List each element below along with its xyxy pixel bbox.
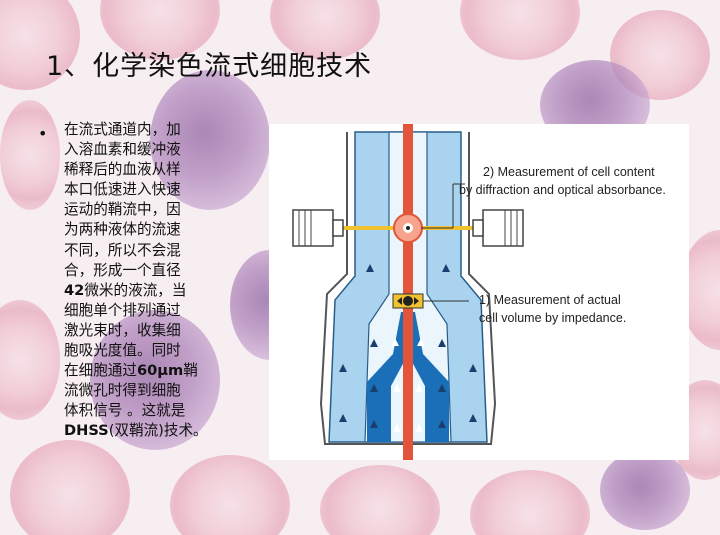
label-impedance-line2: cell volume by impedance. <box>479 311 626 325</box>
bullet-line: DHSS(双鞘流)技术。 <box>64 422 208 440</box>
bullet-line: 流微孔时得到细胞 <box>64 382 181 400</box>
bullet-line: 合，形成一个直径 <box>64 261 181 279</box>
flow-cell-svg: 2) Measurement of cell content by diffra… <box>292 124 666 460</box>
bullet-line: 42微米的液流，当 <box>64 281 187 299</box>
label-optical-line2: by diffraction and optical absorbance. <box>459 183 666 197</box>
bullet-line: 激光束时，收集细 <box>64 321 181 339</box>
flow-cell-diagram: 2) Measurement of cell content by diffra… <box>269 124 689 460</box>
bullet-line: 本口低速进入快速 <box>64 181 181 199</box>
bullet-line: 入溶血素和缓冲液 <box>64 141 181 159</box>
bullet-line: 稀释后的血液从样 <box>64 161 181 179</box>
right-detector-icon <box>472 209 524 247</box>
bullet-line: 体积信号 。这就是 <box>64 402 186 420</box>
bullet-line: 在细胞通过60μm鞘 <box>64 362 198 380</box>
label-optical-line1: 2) Measurement of cell content <box>483 165 655 179</box>
bullet-line: 在流式通道内，加 <box>64 121 181 138</box>
bullet-line: 不同，所以不会混 <box>64 241 181 259</box>
slide-title: 1、化学染色流式细胞技术 <box>46 51 373 82</box>
left-detector-icon <box>292 209 344 247</box>
flow-arrows <box>339 264 477 432</box>
bullet-line: 为两种液体的流速 <box>64 221 181 239</box>
bullet-line: 胞吸光度值。同时 <box>64 342 181 360</box>
red-sample-stream <box>403 124 413 460</box>
bullet-line: 运动的鞘流中，因 <box>64 201 181 219</box>
bullet-paragraph: 在流式通道内，加 入溶血素和缓冲液 稀释后的血液从样 本口低速进入快速 运动的鞘… <box>64 120 222 442</box>
impedance-aperture <box>392 293 424 309</box>
bullet-line: 细胞单个排列通过 <box>64 301 181 319</box>
label-impedance-line1: 1) Measurement of actual <box>479 293 621 307</box>
bullet-marker: • <box>38 124 48 143</box>
